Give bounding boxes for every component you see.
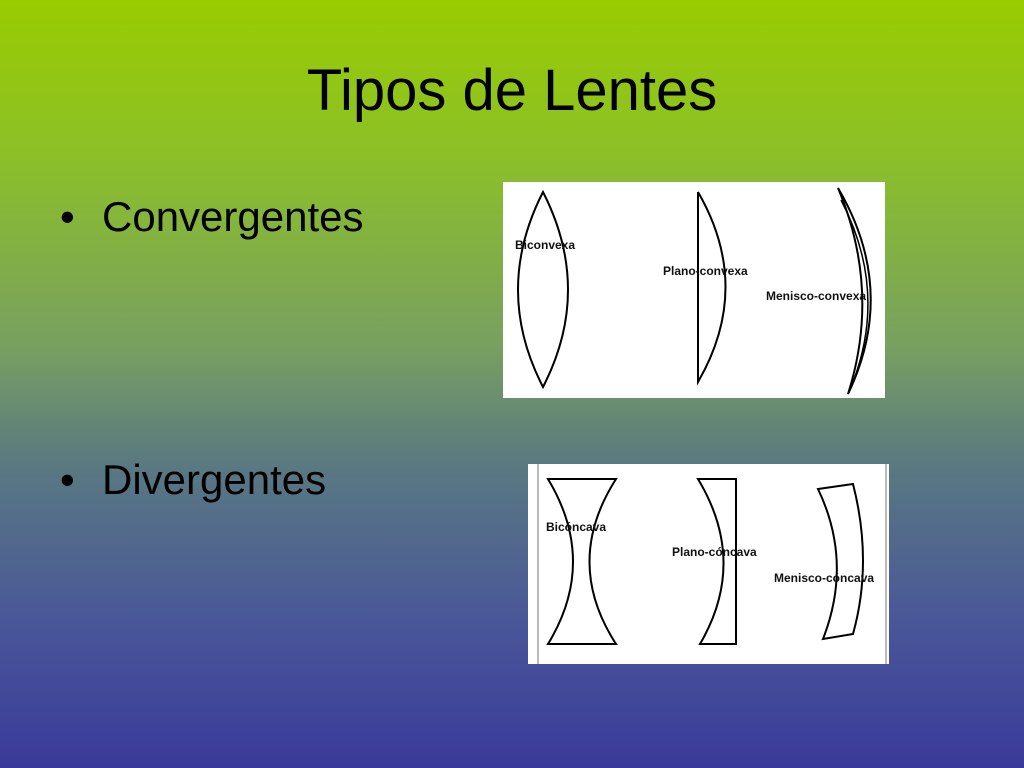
- lens-label-menisco-convexa: Menisco-convexa: [766, 289, 867, 303]
- meniscus-convex-inner-curve: [840, 199, 869, 383]
- lens-label-plano-concava: Plano-cóncava: [672, 545, 757, 559]
- bullet-marker: •: [60, 193, 75, 240]
- meniscus-convex-lens-shape: [837, 187, 872, 395]
- plano-convex-lens-shape: [697, 191, 727, 386]
- lens-label-menisco-concava: Menisco-cóncava: [774, 571, 875, 585]
- biconcave-lens-shape: [546, 478, 618, 645]
- convergent-lenses-drawing: [517, 187, 872, 395]
- bullet-marker: •: [60, 456, 75, 503]
- slide-title: Tipos de Lentes: [306, 58, 718, 123]
- lens-label-plano-convexa: Plano-convexa: [663, 264, 748, 278]
- convergent-lenses-diagram: Biconvexa Plano-convexa Menisco-convexa: [503, 182, 885, 398]
- bullet-label: Convergentes: [102, 193, 364, 240]
- divergent-lenses-drawing: [537, 464, 887, 664]
- lens-label-biconcava: Bicóncava: [546, 520, 607, 534]
- biconvex-lens-shape: [517, 189, 569, 390]
- meniscus-concave-lens-shape: [816, 482, 864, 641]
- plano-concave-lens-shape: [696, 478, 737, 645]
- bullet-label: Divergentes: [102, 456, 327, 503]
- divergent-lenses-diagram: Bicóncava Plano-cóncava Menisco-cóncava: [528, 464, 889, 664]
- lens-label-biconvexa: Biconvexa: [515, 238, 576, 252]
- bullet-divergentes: • Divergentes: [60, 459, 326, 501]
- bullet-convergentes: • Convergentes: [60, 196, 364, 238]
